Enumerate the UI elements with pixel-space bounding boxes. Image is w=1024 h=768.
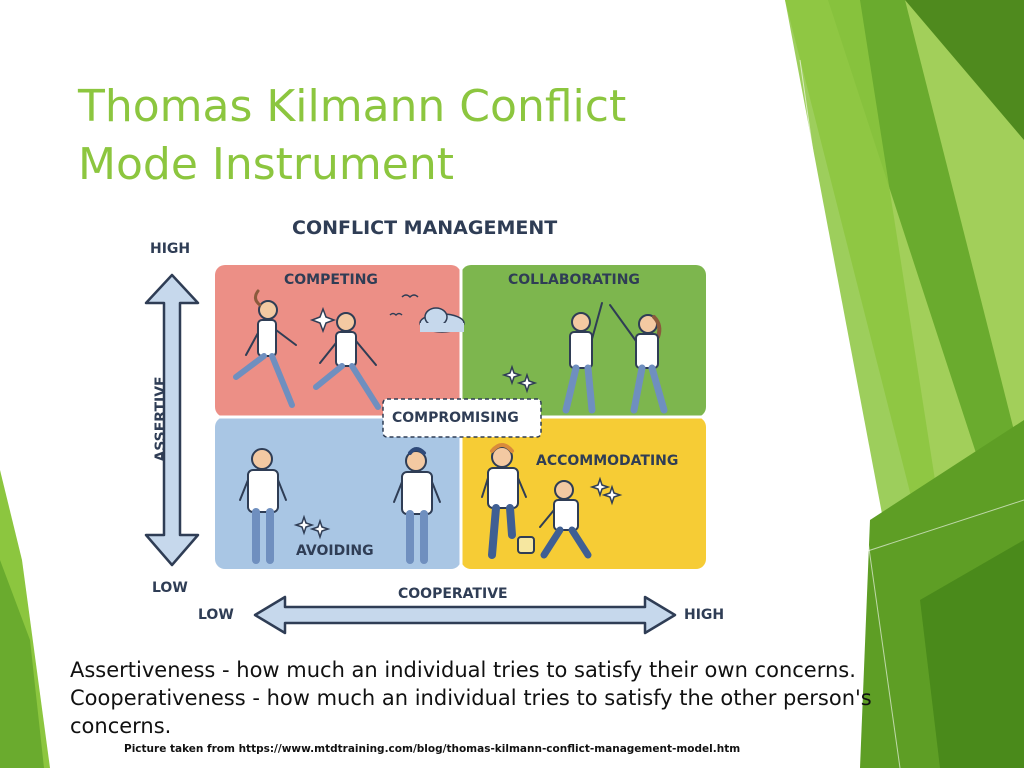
- bird-icon: [389, 312, 403, 317]
- kneeling-person-icon: [481, 443, 592, 559]
- running-people-icon: [233, 289, 381, 410]
- body-line-cooperativeness: Cooperativeness - how much an individual…: [70, 686, 872, 710]
- body-line-continuation: concerns.: [70, 714, 172, 738]
- avoiding-quadrant: [215, 417, 461, 569]
- high-five-people-icon: [562, 302, 668, 414]
- image-credit: Picture taken from https://www.mtdtraini…: [124, 743, 741, 755]
- cloud-icon: [419, 307, 465, 333]
- horizontal-axis-label: COOPERATIVE: [398, 586, 508, 602]
- compromising-label: COMPROMISING: [392, 410, 519, 426]
- avoiding-label: AVOIDING: [296, 543, 374, 559]
- diagram-graphics: [144, 265, 706, 635]
- horizontal-axis-low-label: LOW: [198, 607, 234, 623]
- horizontal-axis-high-label: HIGH: [684, 607, 725, 623]
- slide-title-line: Mode Instrument: [78, 139, 454, 190]
- accommodating-quadrant: [461, 417, 706, 569]
- diagram-heading: CONFLICT MANAGEMENT: [292, 217, 558, 239]
- compromising-box: [382, 398, 542, 438]
- assertive-axis-arrow: [144, 273, 200, 567]
- body-text: Assertiveness - how much an individual t…: [70, 656, 970, 740]
- competing-label: COMPETING: [284, 272, 378, 288]
- slide-title: Thomas Kilmann Conflict Mode Instrument: [78, 78, 718, 194]
- vertical-axis-high-label: HIGH: [150, 241, 191, 257]
- slide-title-line: Thomas Kilmann Conflict: [78, 81, 627, 132]
- vertical-axis-low-label: LOW: [152, 580, 188, 596]
- vertical-axis-label: ASSERTIVE: [153, 376, 169, 462]
- accommodating-label: ACCOMMODATING: [536, 453, 679, 469]
- cooperative-axis-arrow: [253, 595, 677, 635]
- conflict-management-diagram: CONFLICT MANAGEMENT COMPETING COLLABORAT…: [140, 205, 760, 655]
- sparkle-icon: [293, 306, 623, 540]
- standing-people-icon: [239, 447, 441, 564]
- collaborating-label: COLLABORATING: [508, 272, 640, 288]
- body-line-assertiveness: Assertiveness - how much an individual t…: [70, 658, 856, 682]
- bird-icon: [401, 294, 419, 299]
